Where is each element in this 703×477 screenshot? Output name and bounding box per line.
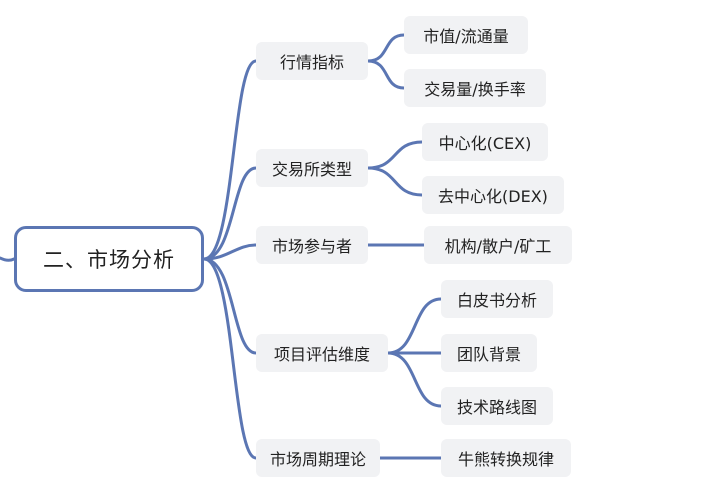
leaf-label: 白皮书分析 — [456, 291, 537, 310]
connector-exchange-to-dex — [366, 166, 424, 197]
leaf-node-cex[interactable]: 中心化(CEX) — [422, 123, 548, 161]
branch-node-exchange-types[interactable]: 交易所类型 — [256, 149, 368, 187]
connector-indicators-to-market-cap — [366, 33, 406, 63]
root-node-label: 二、市场分析 — [43, 248, 175, 272]
leaf-node-dex[interactable]: 去中心化(DEX) — [422, 176, 564, 214]
leaf-node-roadmap[interactable]: 技术路线图 — [441, 387, 553, 425]
connector-exchange-to-cex — [366, 140, 424, 170]
leaf-label: 去中心化(DEX) — [438, 187, 548, 206]
branch-label: 项目评估维度 — [273, 345, 370, 364]
leaf-node-participants[interactable]: 机构/散户/矿工 — [424, 226, 572, 264]
leaf-node-market-cap[interactable]: 市值/流通量 — [404, 16, 528, 54]
connector-root-to-exchange-types — [202, 166, 258, 261]
leaf-node-team-background[interactable]: 团队背景 — [441, 334, 537, 372]
leaf-label: 团队背景 — [456, 345, 521, 364]
connector-left-stub — [0, 256, 16, 262]
branch-node-market-cycle[interactable]: 市场周期理论 — [256, 439, 380, 477]
branch-label: 市场周期理论 — [269, 450, 366, 469]
leaf-node-volume-turnover[interactable]: 交易量/换手率 — [404, 69, 546, 107]
branch-label: 行情指标 — [279, 53, 344, 72]
connector-root-to-market-indicators — [202, 59, 258, 261]
leaf-node-whitepaper[interactable]: 白皮书分析 — [441, 280, 553, 318]
leaf-label: 机构/散户/矿工 — [444, 237, 552, 256]
leaf-node-bull-bear[interactable]: 牛熊转换规律 — [441, 439, 571, 477]
leaf-label: 技术路线图 — [456, 398, 537, 417]
leaf-label: 市值/流通量 — [423, 27, 509, 46]
branch-node-market-indicators[interactable]: 行情指标 — [256, 42, 368, 80]
branch-node-project-evaluation[interactable]: 项目评估维度 — [256, 334, 388, 372]
branch-node-market-participants[interactable]: 市场参与者 — [256, 226, 368, 264]
connector-indicators-to-volume — [366, 59, 406, 90]
connector-root-to-market-cycle — [202, 257, 258, 460]
leaf-label: 交易量/换手率 — [424, 80, 526, 99]
leaf-label: 中心化(CEX) — [438, 134, 532, 153]
connector-root-to-project-evaluation — [202, 257, 258, 355]
branch-label: 交易所类型 — [271, 160, 352, 179]
connector-evaluation-to-roadmap — [386, 351, 443, 408]
leaf-label: 牛熊转换规律 — [457, 450, 554, 469]
connector-evaluation-to-whitepaper — [386, 297, 443, 355]
branch-label: 市场参与者 — [271, 237, 352, 256]
root-node[interactable]: 二、市场分析 — [14, 226, 204, 292]
